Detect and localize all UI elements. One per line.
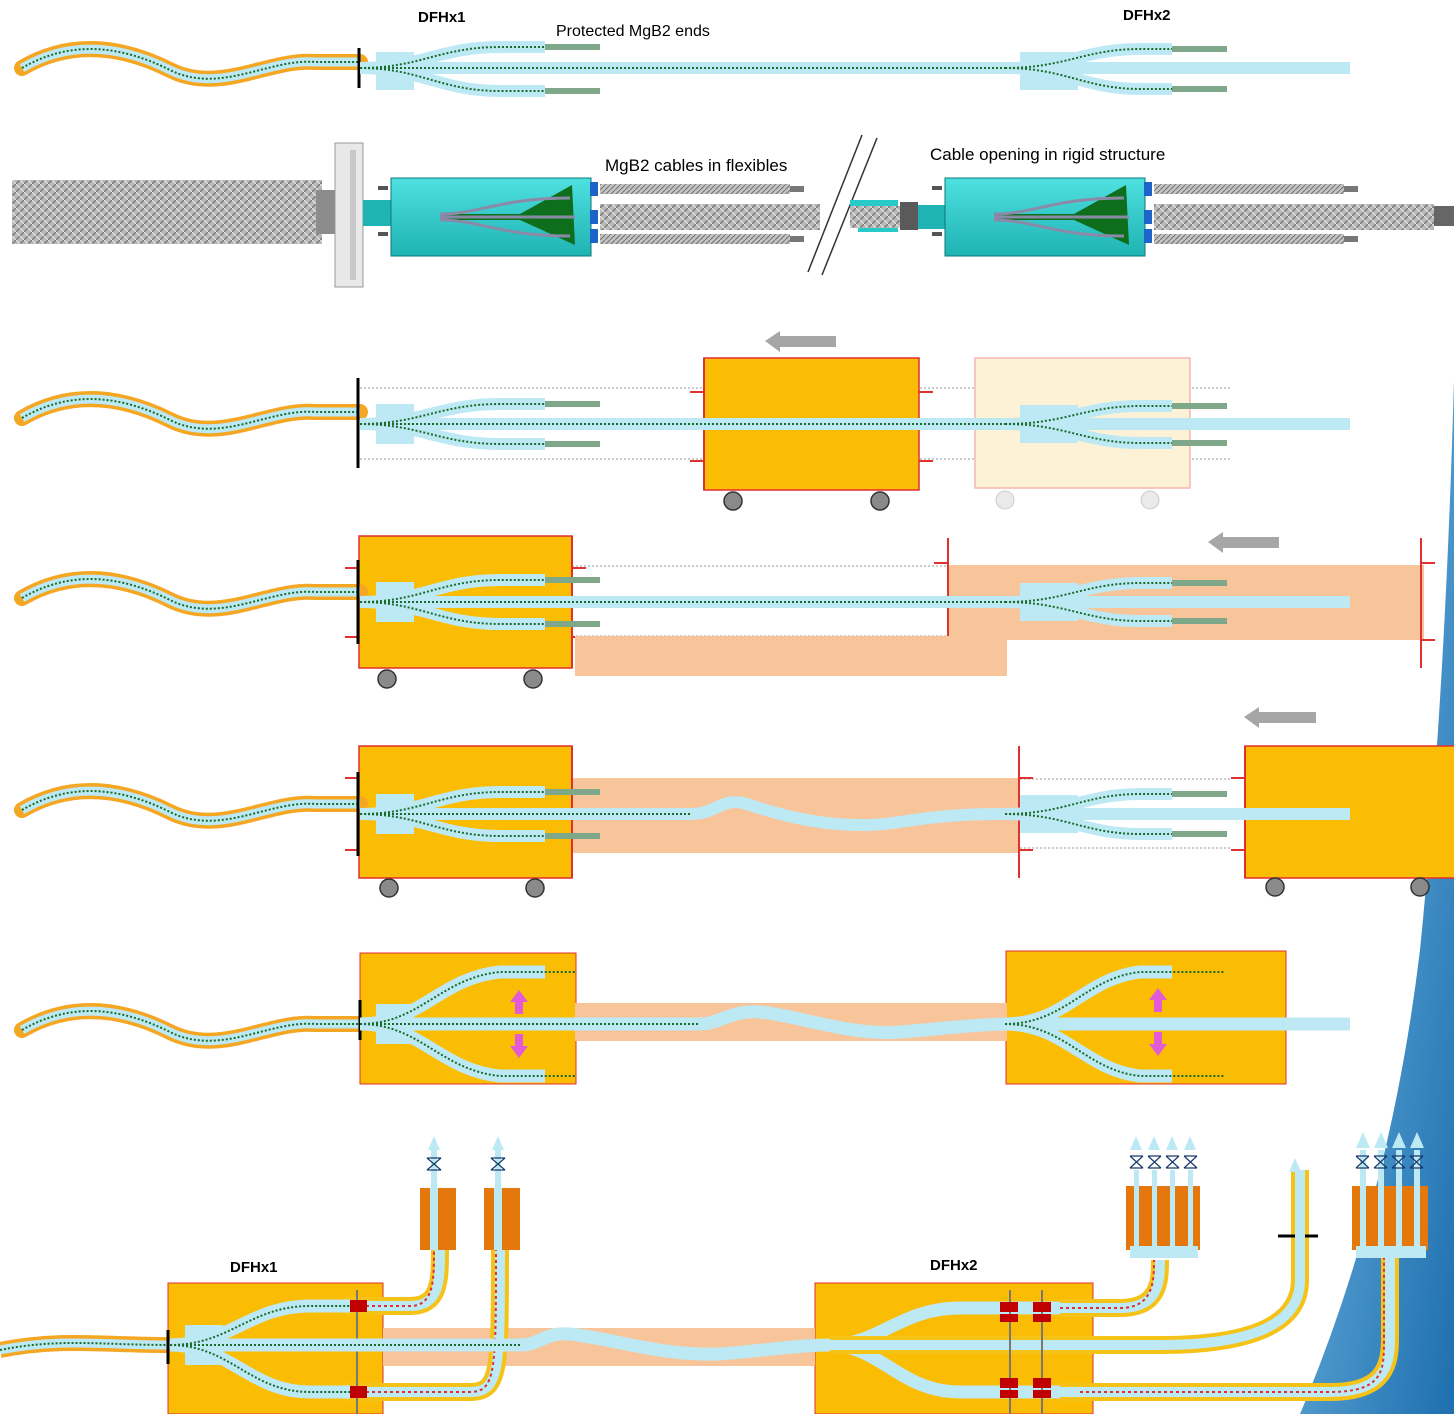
dfhx1-top-label: DFHx1 [418, 9, 466, 26]
wheel-icon [380, 879, 398, 897]
wheel-icon [524, 670, 542, 688]
row7-final: DFHx1 DFHx2 [0, 1132, 1428, 1414]
valve-icon [1148, 1156, 1161, 1168]
row1-schematic: DFHx1 Protected MgB2 ends DFHx2 [22, 7, 1350, 94]
wheel-icon [526, 879, 544, 897]
gray-left-arrow-icon [765, 331, 836, 352]
peach-sleeve [575, 636, 1007, 676]
wheel-icon [871, 492, 889, 510]
wheel-icon [1411, 878, 1429, 896]
mgb2-flexibles-label: MgB2 cables in flexibles [605, 156, 787, 175]
gray-left-arrow-icon [1208, 532, 1279, 553]
row2-hardware: MgB2 cables in flexibles Cable opening i… [12, 135, 1454, 287]
valve-icon [1166, 1156, 1179, 1168]
row3-cart-step [22, 331, 1350, 510]
dfhx1-bottom-label: DFHx1 [230, 1259, 278, 1276]
flange [335, 143, 363, 287]
cable-opening-label: Cable opening in rigid structure [930, 145, 1165, 164]
wheel-icon [1266, 878, 1284, 896]
dfhx2-bottom-label: DFHx2 [930, 1257, 978, 1274]
row5-second-cart [22, 707, 1454, 897]
valve-icon [1130, 1156, 1143, 1168]
row6-installed [22, 636, 1350, 1084]
wheel-icon [378, 670, 396, 688]
protected-ends-label: Protected MgB2 ends [556, 23, 710, 40]
background-swoosh [1300, 380, 1454, 1414]
valve-icon [1184, 1156, 1197, 1168]
braided-hose [12, 180, 322, 244]
dfhx2-top-label: DFHx2 [1123, 7, 1171, 24]
gray-left-arrow-icon [1244, 707, 1316, 728]
wheel-icon [724, 492, 742, 510]
